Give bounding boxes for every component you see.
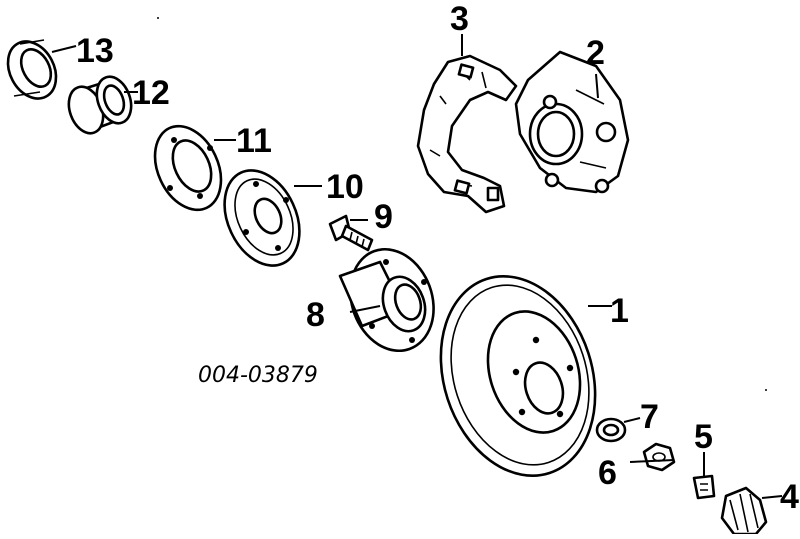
callout-labels: 1 2 3 4 5 6 7 8 9 10 11 12 13 bbox=[76, 0, 799, 516]
part-11-shield-ring bbox=[153, 124, 223, 212]
callout-4: 4 bbox=[780, 478, 799, 516]
callout-13: 13 bbox=[76, 32, 114, 70]
part-1-brake-rotor bbox=[439, 275, 597, 477]
callout-9: 9 bbox=[374, 198, 393, 236]
part-4-dust-cap bbox=[720, 486, 768, 536]
part-8-hub bbox=[338, 247, 435, 353]
callout-11: 11 bbox=[236, 122, 272, 160]
part-13-grease-seal bbox=[6, 39, 58, 100]
part-2-brake-caliper bbox=[514, 50, 630, 194]
diagram-code: 004-03879 bbox=[198, 363, 318, 388]
callout-6: 6 bbox=[598, 454, 617, 492]
leader-lines bbox=[51, 34, 783, 499]
part-10-backing-plate bbox=[223, 169, 301, 267]
callout-12: 12 bbox=[132, 74, 170, 112]
callout-1: 1 bbox=[610, 292, 629, 330]
callout-5: 5 bbox=[694, 418, 713, 456]
part-7-washer bbox=[595, 417, 627, 443]
part-12-wheel-bearing bbox=[67, 75, 133, 135]
callout-3: 3 bbox=[450, 0, 469, 38]
part-9-wheel-bolt bbox=[328, 214, 374, 252]
callout-8: 8 bbox=[306, 296, 325, 334]
part-6-hex-nut bbox=[642, 442, 676, 472]
callout-10: 10 bbox=[326, 168, 364, 206]
part-5-nut-lock bbox=[692, 474, 716, 500]
callout-2: 2 bbox=[586, 34, 605, 72]
callout-7: 7 bbox=[640, 398, 659, 436]
part-3-caliper-bracket bbox=[416, 54, 518, 214]
